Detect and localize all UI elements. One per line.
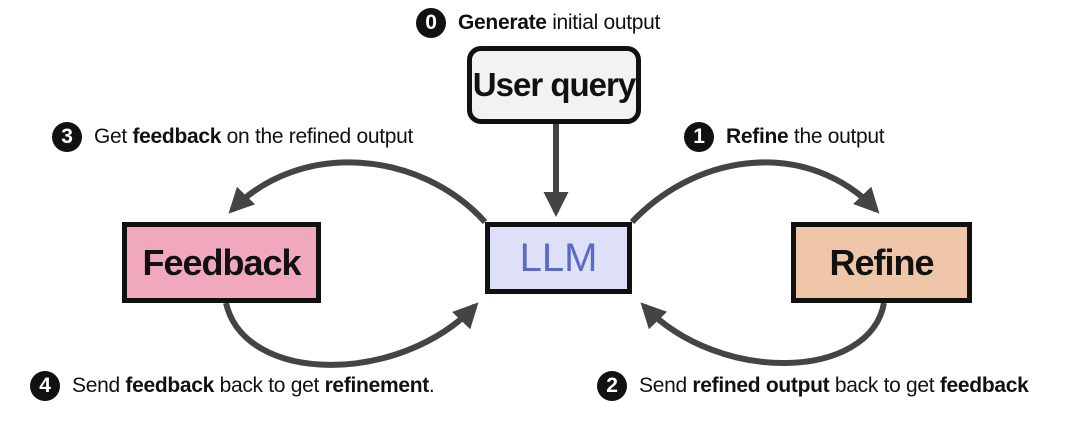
user-query-node: User query <box>467 46 641 124</box>
step-1-text: the output <box>788 125 885 148</box>
arrow-llm-to-refine <box>629 159 880 225</box>
step-2-badge: 2 <box>597 371 627 401</box>
step-1-caption: 1 Refine the output <box>684 122 885 152</box>
step-4-caption: 4 Send feedback back to get refinement. <box>30 371 435 401</box>
feedback-node: Feedback <box>122 222 321 303</box>
step-0-bold: Generate <box>458 11 547 34</box>
step-3-badge: 3 <box>52 122 82 152</box>
step-3-caption: 3 Get feedback on the refined output <box>52 122 413 152</box>
feedback-label: Feedback <box>142 241 301 283</box>
step-4-bold2: refinement <box>324 374 430 397</box>
step-0-text: initial output <box>546 11 661 34</box>
step-4-bold: feedback <box>125 374 215 397</box>
step-3-text: on the refined output <box>221 125 414 148</box>
arrow-feedback-to-llm <box>223 302 479 368</box>
step-0-badge: 0 <box>416 8 446 38</box>
step-4-mid: back to get <box>214 374 325 397</box>
arrow-llm-to-feedback <box>228 159 488 225</box>
step-1-bold: Refine <box>726 125 789 148</box>
user-query-label: User query <box>472 66 636 103</box>
step-2-pre: Send <box>639 374 693 397</box>
step-1-badge: 1 <box>684 122 714 152</box>
arrow-refine-to-llm <box>640 302 887 366</box>
llm-label: LLM <box>519 235 598 280</box>
step-3-pre: Get <box>94 125 133 148</box>
step-2-bold2: feedback <box>939 374 1029 397</box>
step-4-pre: Send <box>72 374 126 397</box>
llm-node: LLM <box>485 222 632 294</box>
step-4-end: . <box>428 374 435 397</box>
step-2-caption: 2 Send refined output back to get feedba… <box>597 371 1029 401</box>
step-0-caption: 0 Generate initial output <box>416 8 660 38</box>
step-4-badge: 4 <box>30 371 60 401</box>
refine-label: Refine <box>829 241 934 283</box>
step-3-bold: feedback <box>132 125 222 148</box>
refine-node: Refine <box>791 222 972 303</box>
step-2-mid: back to get <box>829 374 940 397</box>
step-2-bold: refined output <box>692 374 830 397</box>
